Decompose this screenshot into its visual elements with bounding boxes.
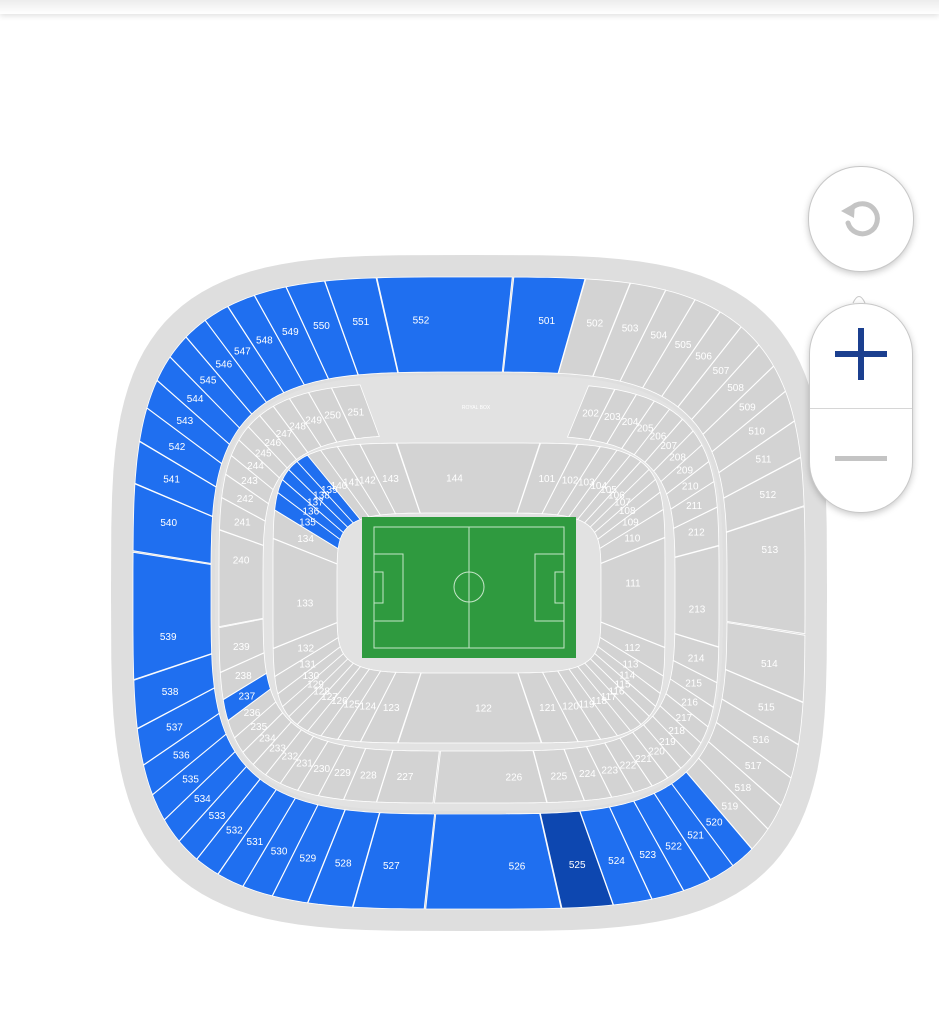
section-511[interactable] [718, 420, 802, 499]
plus-icon [831, 324, 891, 389]
section-539[interactable] [132, 551, 213, 681]
section-552[interactable] [376, 276, 513, 373]
section-226[interactable] [434, 750, 548, 804]
rotate-ccw-icon [833, 189, 889, 250]
upper-tier-sections[interactable] [132, 276, 806, 910]
section-240[interactable] [218, 529, 264, 628]
section-523[interactable] [609, 800, 684, 900]
zoom-controls [809, 303, 913, 513]
section-227[interactable] [376, 749, 440, 804]
top-bar [0, 0, 939, 14]
centre-circle [453, 571, 485, 603]
zoom-in-button[interactable] [810, 304, 912, 409]
section-550[interactable] [285, 280, 359, 380]
section-250[interactable] [308, 387, 357, 443]
pitch [362, 517, 576, 658]
section-225[interactable] [532, 748, 585, 803]
section-121[interactable] [517, 671, 579, 744]
section-525[interactable] [539, 810, 614, 909]
zoom-out-button[interactable] [810, 408, 912, 512]
minus-icon [831, 428, 891, 493]
section-537[interactable] [136, 687, 220, 766]
section-239[interactable] [218, 618, 265, 673]
section-213[interactable] [674, 545, 720, 648]
section-540[interactable] [132, 483, 213, 564]
section-512[interactable] [723, 456, 805, 533]
section-251[interactable] [331, 384, 380, 440]
section-514[interactable] [725, 622, 806, 703]
section-501[interactable] [503, 276, 586, 374]
middle-tier-sections[interactable] [218, 384, 720, 804]
goal-box-left [373, 571, 384, 604]
section-549[interactable] [254, 286, 329, 386]
reset-view-button[interactable] [808, 166, 914, 272]
section-214[interactable] [672, 633, 720, 684]
goal-box-right [554, 571, 565, 604]
section-551[interactable] [324, 277, 399, 376]
section-122[interactable] [397, 672, 542, 744]
lower-tier-sections[interactable] [272, 442, 666, 744]
section-212[interactable] [673, 506, 720, 558]
section-527[interactable] [352, 812, 435, 910]
section-526[interactable] [425, 813, 562, 910]
section-528[interactable] [307, 809, 380, 908]
section-502[interactable] [558, 278, 631, 377]
section-524[interactable] [579, 806, 653, 906]
section-144[interactable] [396, 442, 541, 514]
control-nub [852, 296, 866, 304]
section-143[interactable] [359, 442, 421, 515]
section-513[interactable] [725, 505, 806, 635]
section-538[interactable] [133, 653, 215, 730]
